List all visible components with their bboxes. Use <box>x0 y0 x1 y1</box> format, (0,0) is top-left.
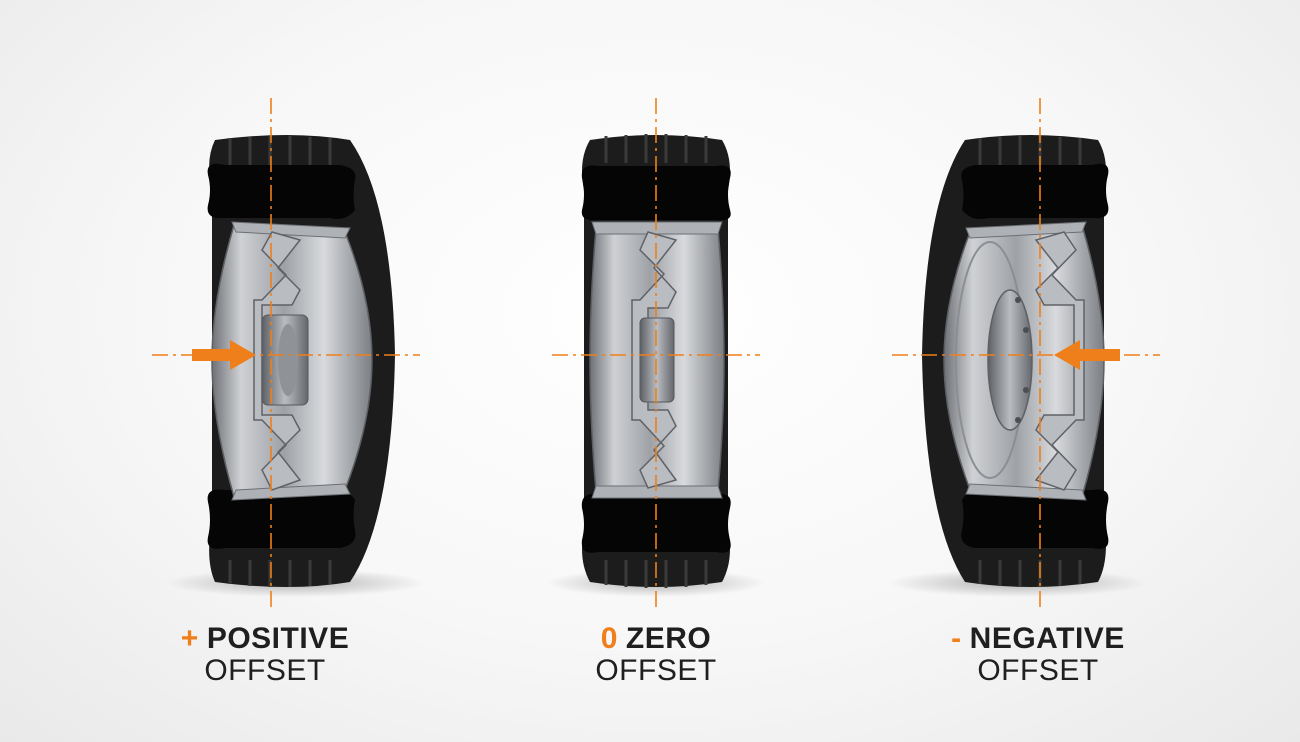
caption-negative: -NEGATIVE OFFSET <box>918 624 1158 686</box>
rim-flange-bottom <box>591 485 723 499</box>
tire-cavity-top <box>961 163 1109 219</box>
offset-symbol: 0 <box>600 622 618 655</box>
offset-symbol: + <box>180 622 199 655</box>
hub-bore <box>278 324 298 396</box>
caption-title: -NEGATIVE <box>918 624 1158 654</box>
tread-top <box>604 134 708 163</box>
wheel-disc <box>631 231 678 489</box>
rim-flange-bottom <box>965 483 1087 501</box>
hub <box>639 317 675 403</box>
offset-title: ZERO <box>625 622 712 655</box>
tread-bottom <box>978 560 1082 587</box>
rim-flange-top <box>591 221 723 235</box>
rim-flange-top <box>231 221 351 239</box>
offset-subtitle: OFFSET <box>595 654 717 687</box>
tread-top <box>228 136 332 165</box>
offset-subtitle: OFFSET <box>204 654 326 687</box>
rim-flange-bottom <box>231 483 351 501</box>
wheel-disc <box>1034 231 1085 491</box>
arrow-right-icon <box>192 340 256 370</box>
offset-title: POSITIVE <box>206 622 350 655</box>
tire-cavity-bottom <box>207 489 356 549</box>
offset-subtitle: OFFSET <box>977 654 1099 687</box>
wheel-negative <box>888 135 1148 597</box>
offset-symbol: - <box>951 622 962 655</box>
wheel-positive <box>165 135 425 597</box>
caption-title: +POSITIVE <box>145 624 385 654</box>
offset-title: NEGATIVE <box>969 622 1125 655</box>
tread-bottom <box>228 560 332 587</box>
tire-cavity-top <box>207 163 356 219</box>
tire-cavity-bottom <box>581 493 731 553</box>
rim-flange-top <box>965 221 1087 239</box>
caption-positive: +POSITIVE OFFSET <box>145 624 385 686</box>
arrow-left-icon <box>1054 340 1120 370</box>
hub <box>987 289 1033 431</box>
lug-holes <box>1015 297 1029 423</box>
wheel-disc <box>253 231 302 491</box>
tire-cavity-bottom <box>961 489 1109 549</box>
tread-bottom <box>604 560 708 588</box>
